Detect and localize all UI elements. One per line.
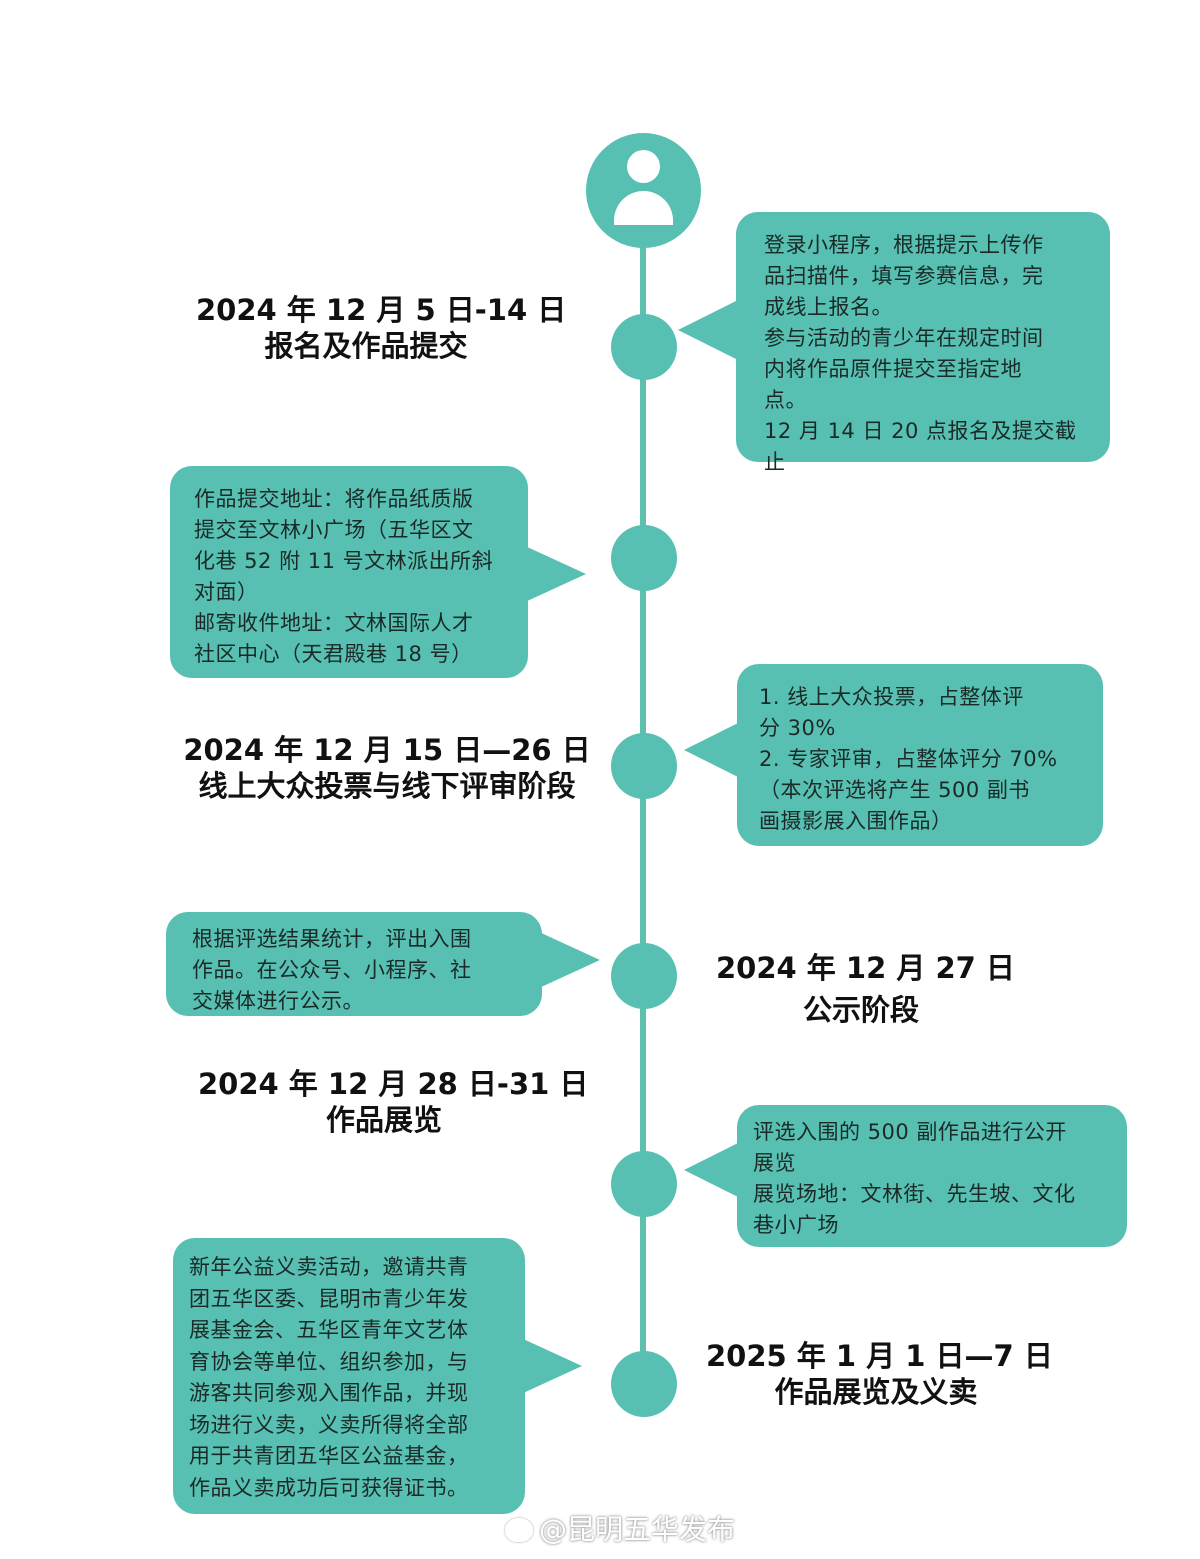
stage-label-registration: 2024 年 12 月 5 日-14 日 报名及作品提交 xyxy=(196,292,567,364)
note-bubble-voting: 1. 线上大众投票，占整体评 分 30% 2. 专家评审，占整体评分 70% （… xyxy=(737,664,1103,846)
bubble-tail xyxy=(678,300,738,360)
timeline-line xyxy=(640,230,646,1390)
weibo-icon xyxy=(505,1518,533,1542)
stage-date: 2024 年 12 月 27 日 xyxy=(716,951,1015,985)
stage-date: 2024 年 12 月 15 日—26 日 xyxy=(183,733,591,767)
note-bubble-publicity: 根据评选结果统计，评出入围 作品。在公众号、小程序、社 交媒体进行公示。 xyxy=(166,912,542,1016)
note-bubble-registration: 登录小程序，根据提示上传作 品扫描件，填写参赛信息，完 成线上报名。 参与活动的… xyxy=(736,212,1110,474)
timeline-node-address xyxy=(611,525,677,591)
bubble-tail xyxy=(684,1140,744,1200)
user-icon-head xyxy=(627,150,660,183)
stage-date: 2025 年 1 月 1 日—7 日 xyxy=(706,1339,1053,1373)
timeline-node-publicity xyxy=(611,943,677,1009)
bubble-tail xyxy=(684,720,744,780)
timeline-node-exhibition xyxy=(611,1151,677,1217)
note-bubble-address: 作品提交地址：将作品纸质版 提交至文林小广场（五华区文 化巷 52 附 11 号… xyxy=(170,466,528,678)
note-bubble-exhibition: 评选入围的 500 副作品进行公开 展览 展览场地：文林街、先生坡、文化 巷小广… xyxy=(737,1105,1127,1247)
timeline-node-charity-sale xyxy=(611,1351,677,1417)
stage-date: 2024 年 12 月 5 日-14 日 xyxy=(196,293,567,327)
watermark: @昆明五华发布 xyxy=(505,1508,735,1548)
stage-title: 作品展览及义卖 xyxy=(774,1375,978,1409)
stage-title: 作品展览 xyxy=(325,1103,442,1137)
watermark-text: @昆明五华发布 xyxy=(539,1513,736,1546)
user-icon xyxy=(586,133,701,248)
stage-title: 线上大众投票与线下评审阶段 xyxy=(198,769,576,803)
note-bubble-charity-sale: 新年公益义卖活动，邀请共青 团五华区委、昆明市青少年发 展基金会、五华区青年文艺… xyxy=(173,1238,525,1514)
timeline-node-registration xyxy=(611,314,677,380)
stage-label-voting: 2024 年 12 月 15 日—26 日 线上大众投票与线下评审阶段 xyxy=(172,732,602,804)
user-icon-body xyxy=(614,191,673,225)
timeline-node-voting xyxy=(611,733,677,799)
stage-date: 2024 年 12 月 28 日-31 日 xyxy=(198,1067,589,1101)
stage-title: 报名及作品提交 xyxy=(264,329,468,363)
stage-label-exhibition: 2024 年 12 月 28 日-31 日 作品展览 xyxy=(198,1066,589,1138)
stage-label-publicity: 2024 年 12 月 27 日 公示阶段 xyxy=(716,950,1015,1028)
stage-label-charity-sale: 2025 年 1 月 1 日—7 日 作品展览及义卖 xyxy=(706,1338,1053,1410)
stage-title: 公示阶段 xyxy=(802,993,919,1027)
